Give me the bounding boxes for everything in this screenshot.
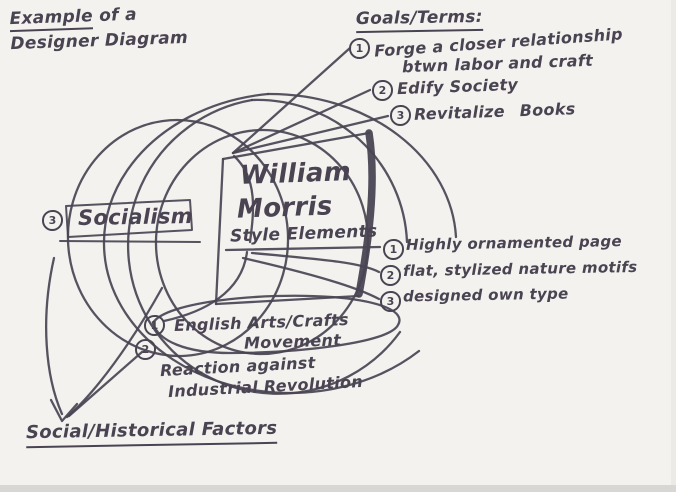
corner-to-style-curve	[232, 154, 255, 244]
venn-circle-left	[66, 118, 290, 358]
venn-circle-outer-right-arc	[266, 92, 458, 239]
style-connector-2	[250, 251, 381, 274]
arrowhead-down	[49, 398, 79, 423]
socialism-label: Socialism	[77, 203, 194, 231]
title-underlined-word: Example	[9, 6, 94, 33]
goal-2-text: Edify Society	[396, 74, 519, 99]
style-underline-connector-1	[224, 245, 382, 252]
style-2-badge: 2	[380, 265, 401, 286]
william-morris-name-line2: Morris	[236, 191, 334, 225]
social-historical-heading: Social/Historical Factors	[25, 417, 278, 448]
connector-arts-crafts	[162, 250, 249, 323]
connector-reaction-to-arrow	[67, 350, 144, 418]
title-rest: of a	[92, 4, 138, 27]
arts-crafts-badge: 1	[144, 315, 165, 336]
page-title: Example of a Designer Diagram	[9, 3, 188, 56]
style-1-text: Highly ornamented page	[405, 232, 623, 254]
style-3-text: designed own type	[402, 284, 569, 306]
box-top-edge	[221, 131, 371, 161]
connector-goal-1	[231, 46, 352, 155]
arts-crafts-bubble	[151, 294, 401, 355]
box-bottom-edge	[214, 294, 361, 306]
venn-circle-large-right-arc	[250, 98, 409, 244]
funnel-left-curve	[45, 256, 64, 416]
style-connector-3	[241, 256, 381, 301]
box-left-edge	[214, 157, 225, 306]
arts-crafts-line2: Movement	[243, 330, 342, 353]
socialism-underline	[59, 240, 201, 243]
goal-3-badge: 3	[390, 105, 411, 126]
goal-1-badge: 1	[349, 38, 370, 59]
scan-edge-bottom	[0, 485, 676, 492]
scan-edge-right	[671, 0, 676, 492]
connector-goal-3	[231, 114, 390, 155]
style-1-badge: 1	[383, 239, 404, 260]
socialism-badge: 3	[42, 210, 63, 231]
reaction-badge: 2	[135, 339, 156, 360]
goal-2-badge: 2	[372, 80, 393, 101]
venn-circle-outer-left-arc	[102, 92, 421, 395]
style-3-badge: 3	[380, 291, 401, 312]
box-spine-thick-edge	[355, 129, 376, 298]
connector-goal-2	[231, 88, 372, 155]
william-morris-name-line1: William	[239, 157, 352, 191]
socialism-box	[65, 199, 193, 238]
goals-heading: Goals/Terms:	[355, 6, 484, 34]
